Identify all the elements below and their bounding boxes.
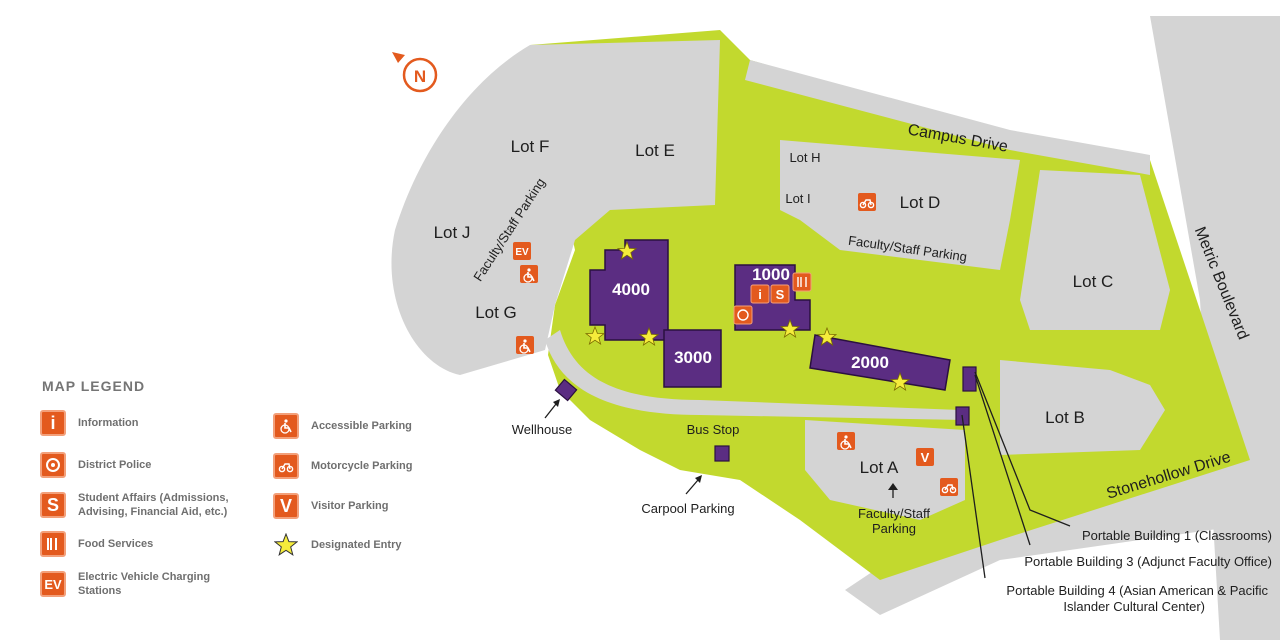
lot-b-label: Lot B	[1045, 408, 1085, 427]
star-icon	[638, 326, 660, 346]
wellhouse-arrow	[544, 403, 557, 419]
star-icon	[584, 325, 606, 345]
wheelchair-icon	[516, 336, 534, 354]
wheelchair-icon	[273, 413, 299, 439]
portable-1-leader	[974, 371, 1071, 527]
ev-charging-icon: EV	[40, 571, 66, 597]
motorcycle-icon	[273, 453, 299, 479]
legend-label: Visitor Parking	[311, 500, 389, 512]
star-icon	[816, 326, 838, 346]
police-badge-icon	[733, 305, 753, 325]
campus-drive-road	[745, 60, 1150, 175]
faculty-staff-parking-south-line1: Faculty/Staff	[858, 506, 930, 521]
ev-icon-text: EV	[515, 247, 529, 258]
legend-label: Information	[78, 417, 139, 429]
wheelchair-icon	[520, 265, 538, 283]
building-4000	[589, 239, 669, 341]
wellhouse-label: Wellhouse	[512, 422, 572, 437]
lot-e-label: Lot E	[635, 141, 675, 160]
lot-i-label: Lot I	[785, 191, 810, 206]
legend-label: Accessible Parking	[311, 420, 412, 432]
police-badge-icon	[40, 452, 66, 478]
portable-building-1	[962, 366, 977, 392]
legend-label: Motorcycle Parking	[311, 460, 413, 472]
bus-stop-label: Bus Stop	[687, 422, 740, 437]
building-3000	[663, 329, 722, 388]
building-2000	[809, 334, 951, 391]
designated-entry-stars	[584, 240, 911, 391]
motorcycle-icon	[940, 478, 958, 496]
wellhouse-arrowhead	[553, 399, 560, 407]
info-icon-text: i	[758, 287, 762, 302]
legend-label: Electric Vehicle Charging Stations	[78, 571, 211, 597]
building-1000-label: 1000	[752, 265, 790, 284]
legend-item-designated-entry: Designated Entry	[273, 532, 486, 558]
visitor-v-icon: V	[273, 493, 299, 519]
legend-item-motorcycle-parking: Motorcycle Parking	[273, 453, 486, 479]
student-icon-text: S	[776, 287, 785, 302]
portable-building-3-label: Portable Building 3 (Adjunct Faculty Off…	[1024, 554, 1272, 569]
student-affairs-icon: S	[770, 284, 790, 304]
carpool-arrow	[685, 479, 699, 495]
lot-c-pavement	[1020, 170, 1170, 330]
star-icon	[616, 240, 638, 260]
star-icon	[273, 532, 299, 558]
fork-knife-icon	[792, 272, 812, 292]
portable-4-leader	[961, 414, 986, 579]
lot-j-label: Lot J	[434, 223, 471, 242]
building-2000-label: 2000	[851, 353, 889, 372]
legend-label: Designated Entry	[311, 539, 402, 551]
lot-d-label: Lot D	[900, 193, 941, 212]
lot-f-label: Lot F	[511, 137, 550, 156]
lot-d-pavement	[780, 140, 1020, 270]
portable-building-4-label-line1: Portable Building 4 (Asian American & Pa…	[1006, 583, 1268, 598]
legend-item-student-affairs: S Student Affairs (Admissions, Advising,…	[40, 491, 253, 519]
lot-b-pavement	[1000, 360, 1165, 455]
lot-a-arrowhead	[888, 483, 898, 490]
information-icon: i	[750, 284, 770, 304]
student-affairs-icon: S	[40, 492, 66, 518]
legend-item-district-police: District Police	[40, 452, 253, 478]
lot-g-label: Lot G	[475, 303, 517, 322]
visitor-icon-text: V	[921, 450, 930, 465]
legend-label: Food Services	[78, 538, 154, 550]
wellhouse-building	[554, 378, 578, 402]
carpool-arrowhead	[695, 475, 702, 483]
lot-c-label: Lot C	[1073, 272, 1114, 291]
legend-item-information: i Information	[40, 410, 253, 436]
star-icon	[779, 318, 801, 338]
legend-label: District Police	[78, 459, 152, 471]
north-compass: N	[392, 52, 438, 93]
building-3000-label: 3000	[674, 348, 712, 367]
legend-item-visitor-parking: V Visitor Parking	[273, 493, 486, 519]
lot-h-label: Lot H	[789, 150, 820, 165]
map-legend: MAP LEGEND i Information District Police…	[40, 378, 500, 618]
portable-building-1-label: Portable Building 1 (Classrooms)	[1082, 528, 1272, 543]
building-4000-label: 4000	[612, 280, 650, 299]
fork-knife-icon	[40, 531, 66, 557]
portable-building-4-label-line2: Islander Cultural Center)	[1063, 599, 1205, 614]
campus-walkways	[545, 330, 965, 420]
star-icon	[889, 371, 911, 391]
faculty-staff-parking-south-line2: Parking	[872, 521, 916, 536]
wheelchair-icon	[837, 432, 855, 450]
information-icon: i	[40, 410, 66, 436]
carpool-structure	[714, 445, 730, 462]
legend-title: MAP LEGEND	[42, 378, 146, 394]
ev-charging-icon: EV	[513, 242, 531, 260]
motorcycle-icon	[858, 193, 876, 211]
legend-label: Student Affairs (Admissions, Advising, F…	[78, 492, 229, 518]
legend-item-ev-charging: EV Electric Vehicle Charging Stations	[40, 570, 253, 598]
lot-e-pavement	[555, 50, 715, 200]
legend-item-food-services: Food Services	[40, 531, 253, 557]
legend-item-accessible-parking: Accessible Parking	[273, 413, 486, 439]
compass-label: N	[414, 67, 426, 86]
lot-a-label: Lot A	[860, 458, 899, 477]
visitor-v-icon: V	[916, 448, 934, 466]
portable-3-leader	[974, 374, 1031, 546]
carpool-parking-label: Carpool Parking	[641, 501, 734, 516]
stonehollow-drive-road	[845, 450, 1280, 615]
